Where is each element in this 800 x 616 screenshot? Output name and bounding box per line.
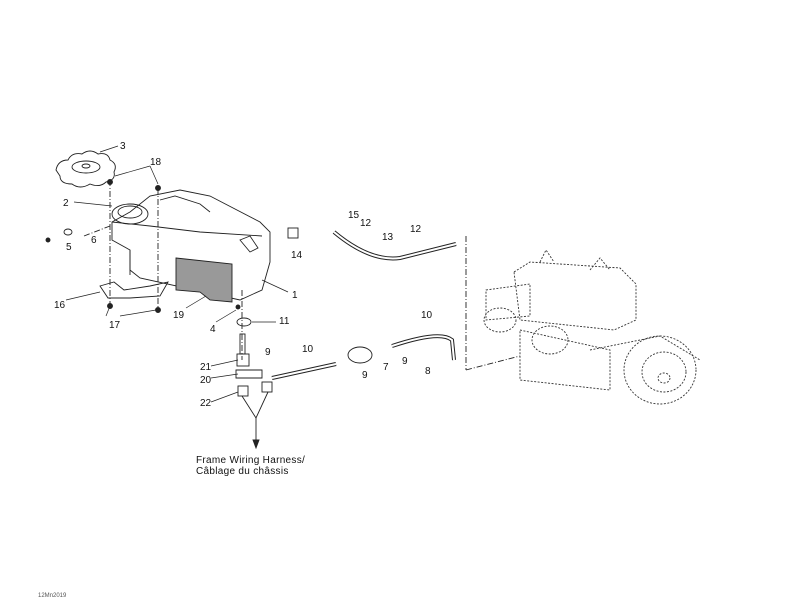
bracket (99, 281, 169, 299)
callout-22: 22 (200, 398, 212, 409)
callout-12: 12 (360, 218, 372, 229)
callout-9c: 9 (402, 356, 408, 367)
callout-15: 15 (348, 210, 360, 221)
callout-4: 4 (210, 324, 216, 335)
callout-2: 2 (63, 198, 69, 209)
leader-lines (65, 145, 289, 403)
grommet (236, 317, 252, 327)
callout-10: 10 (421, 310, 433, 321)
fasteners (45, 179, 241, 313)
callout-14: 14 (291, 250, 303, 261)
callout-10b: 10 (302, 344, 314, 355)
callout-21: 21 (200, 362, 212, 373)
callout-9b: 9 (362, 370, 368, 381)
callout-11: 11 (279, 316, 290, 327)
callout-8: 8 (425, 366, 431, 377)
callout-9: 9 (265, 347, 271, 358)
callout-17: 17 (109, 320, 121, 331)
callout-16: 16 (54, 300, 66, 311)
callout-6: 6 (91, 235, 97, 246)
callout-5: 5 (66, 242, 72, 253)
callout-7: 7 (383, 362, 389, 373)
reference-code: 12Mn2019 (38, 593, 67, 599)
alignment-lines (83, 180, 521, 371)
callout-12b: 12 (410, 224, 422, 235)
harness-caption: Frame Wiring Harness/ Câblage du châssis (196, 455, 305, 477)
callout-1: 1 (292, 290, 298, 301)
caption-line-fr: Câblage du châssis (196, 466, 289, 477)
callout-19: 19 (173, 310, 185, 321)
callout-20: 20 (200, 375, 212, 386)
callout-3: 3 (120, 141, 126, 152)
callout-18: 18 (150, 157, 162, 168)
oil-tank (111, 189, 271, 303)
caption-line-en: Frame Wiring Harness/ (196, 455, 306, 466)
callout-13: 13 (382, 232, 394, 243)
oil-cap (55, 150, 116, 188)
engine (483, 249, 701, 405)
fitting (287, 227, 299, 239)
